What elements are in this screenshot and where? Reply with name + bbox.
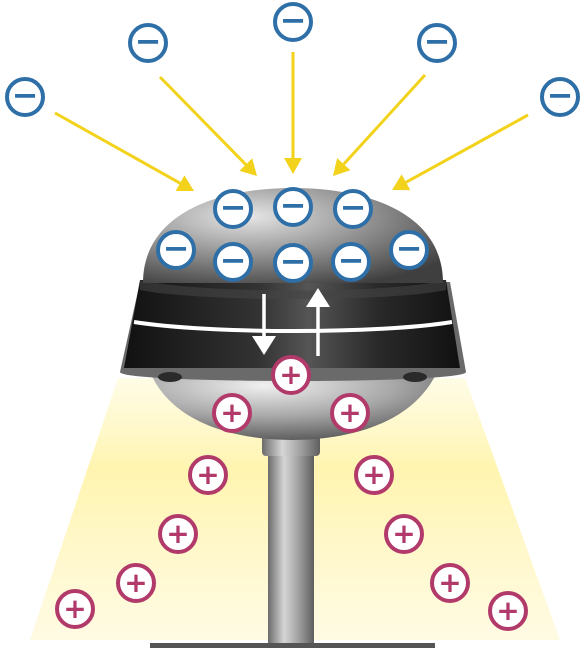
plus-circle-icon: + <box>330 393 370 433</box>
svg-text:+: + <box>496 594 519 627</box>
current-arrows <box>252 288 330 356</box>
pole <box>262 428 320 643</box>
minus-circle-icon: − <box>273 1 313 42</box>
svg-text:+: + <box>220 396 243 429</box>
minus-circle-icon: − <box>273 186 313 227</box>
minus-circle-icon: − <box>156 229 196 270</box>
minus-circle-icon: − <box>5 76 45 117</box>
svg-text:−: − <box>163 229 190 267</box>
plus-circle-icon: + <box>271 355 311 395</box>
plus-circle-icon: + <box>354 455 394 495</box>
arrow-icon <box>392 113 529 191</box>
minus-circle-icon: − <box>333 188 373 229</box>
svg-text:+: + <box>362 458 385 491</box>
minus-circle-icon: − <box>540 76 580 117</box>
ground-line <box>150 643 435 648</box>
svg-text:−: − <box>547 76 574 114</box>
plus-circle-icon: + <box>158 514 198 554</box>
svg-text:−: − <box>135 22 162 60</box>
arrow-icon <box>54 111 194 192</box>
minus-circle-icon: − <box>273 242 313 283</box>
svg-text:−: − <box>396 229 423 267</box>
attraction-arrows <box>54 52 529 192</box>
svg-text:+: + <box>279 358 302 391</box>
arrow-icon <box>158 75 257 176</box>
plus-circle-icon: + <box>384 514 424 554</box>
svg-text:−: − <box>220 241 247 279</box>
ionizer-housing <box>120 280 466 382</box>
minus-circle-icon: − <box>213 188 253 229</box>
plus-circle-icon: + <box>116 563 156 603</box>
plus-circle-icon: + <box>488 591 528 631</box>
minus-circle-icon: − <box>331 241 371 282</box>
plus-circle-icon: + <box>212 393 252 433</box>
svg-text:+: + <box>124 566 147 599</box>
negative-ions: −−−−−−−−−−−−− <box>5 1 580 283</box>
svg-text:+: + <box>63 592 86 625</box>
arrow-icon <box>333 73 427 176</box>
svg-text:−: − <box>220 188 247 226</box>
svg-text:+: + <box>196 458 219 491</box>
positive-ions: +++++++++++ <box>55 355 528 631</box>
arrow-icon <box>284 52 302 174</box>
svg-text:+: + <box>166 517 189 550</box>
svg-text:+: + <box>338 396 361 429</box>
svg-text:+: + <box>392 517 415 550</box>
svg-text:−: − <box>280 242 307 280</box>
minus-circle-icon: − <box>128 22 168 63</box>
plus-circle-icon: + <box>430 563 470 603</box>
svg-text:−: − <box>280 1 307 39</box>
svg-text:+: + <box>438 566 461 599</box>
minus-circle-icon: − <box>417 22 457 63</box>
svg-text:−: − <box>12 76 39 114</box>
plus-circle-icon: + <box>55 589 95 629</box>
svg-text:−: − <box>424 22 451 60</box>
plus-circle-icon: + <box>188 455 228 495</box>
minus-circle-icon: − <box>389 229 429 270</box>
minus-circle-icon: − <box>213 241 253 282</box>
svg-text:−: − <box>280 186 307 224</box>
svg-text:−: − <box>340 188 367 226</box>
svg-text:−: − <box>338 241 365 279</box>
